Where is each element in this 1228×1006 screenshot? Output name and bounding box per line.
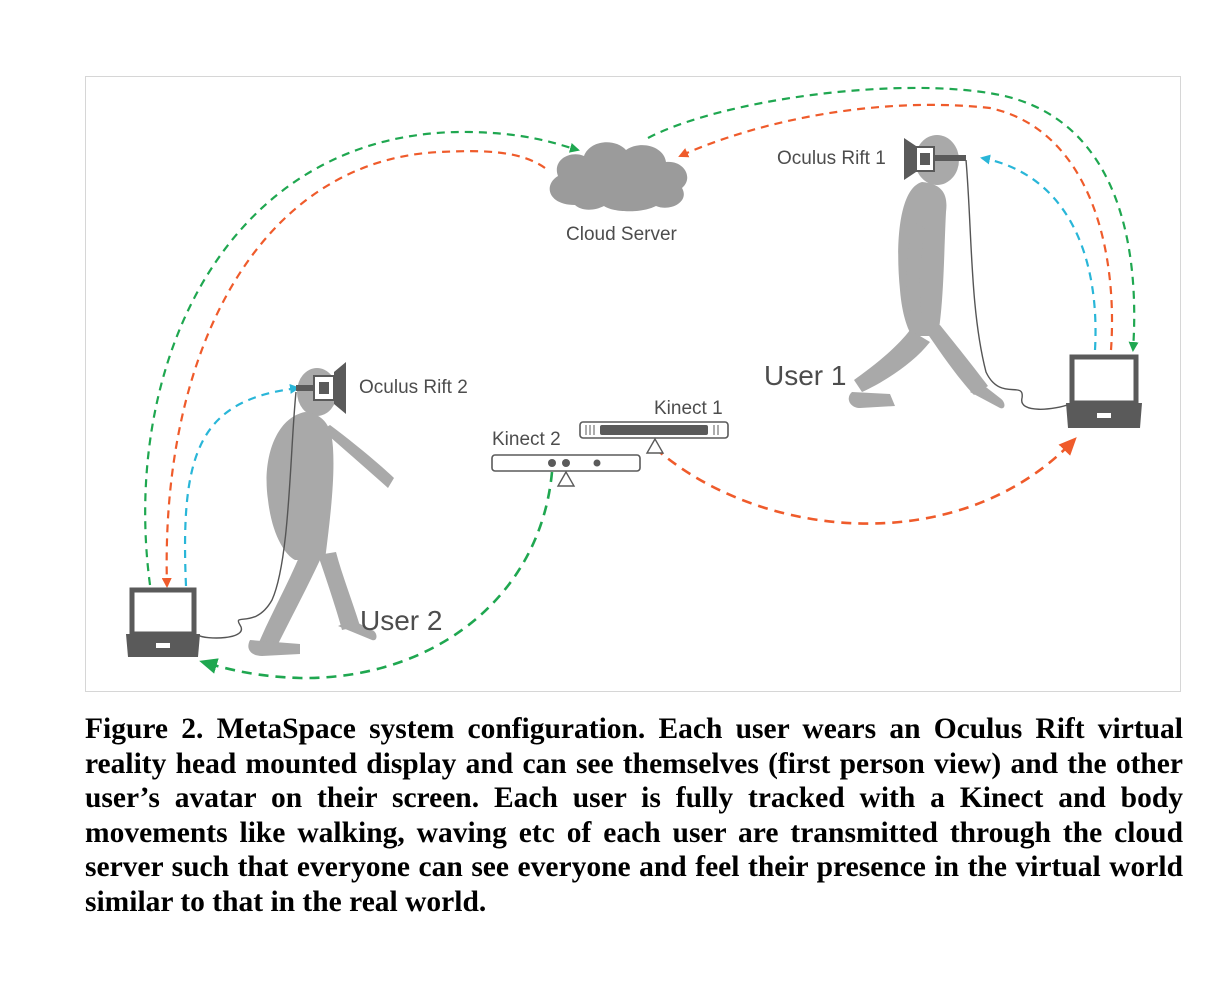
- kinect-sensor-icon: [491, 454, 641, 487]
- arrow-cloud-to-laptop1: [647, 86, 1139, 352]
- cloud-icon: [549, 142, 688, 212]
- user-1-silhouette: [848, 135, 1005, 409]
- laptop-icon: [1066, 354, 1142, 428]
- user-2-label: User 2: [360, 605, 442, 636]
- kinect-sensor-icon: [579, 421, 729, 454]
- oculus-rift-1-label: Oculus Rift 1: [777, 148, 886, 169]
- vr-headset-icon: [296, 362, 346, 414]
- arrow-kinect2-to-laptop2: [199, 471, 554, 680]
- arrow-kinect1-to-laptop1: [654, 437, 1077, 525]
- arrow-laptop1-to-cloud: [678, 103, 1114, 351]
- kinect-2-label: Kinect 2: [492, 429, 561, 450]
- figure-label: Figure 2.: [85, 713, 204, 745]
- arrow-cloud-to-laptop2: [161, 150, 546, 588]
- caption-text: MetaSpace system configuration. Each use…: [85, 713, 1184, 918]
- vr-headset-icon: [904, 138, 966, 180]
- cloud-server-label: Cloud Server: [566, 224, 678, 245]
- user-1-label: User 1: [764, 360, 846, 391]
- arrow-laptop2-to-rift2: [183, 384, 300, 587]
- rift-2-cable: [197, 391, 297, 639]
- arrow-laptop2-to-cloud: [144, 130, 580, 586]
- arrow-laptop1-to-rift1: [980, 154, 1097, 351]
- laptop-icon: [126, 587, 200, 657]
- kinect-1-label: Kinect 1: [654, 398, 723, 419]
- oculus-rift-2-label: Oculus Rift 2: [359, 377, 468, 398]
- rift-1-cable: [965, 159, 1071, 410]
- figure-caption: Figure 2. MetaSpace system configuration…: [85, 712, 1183, 919]
